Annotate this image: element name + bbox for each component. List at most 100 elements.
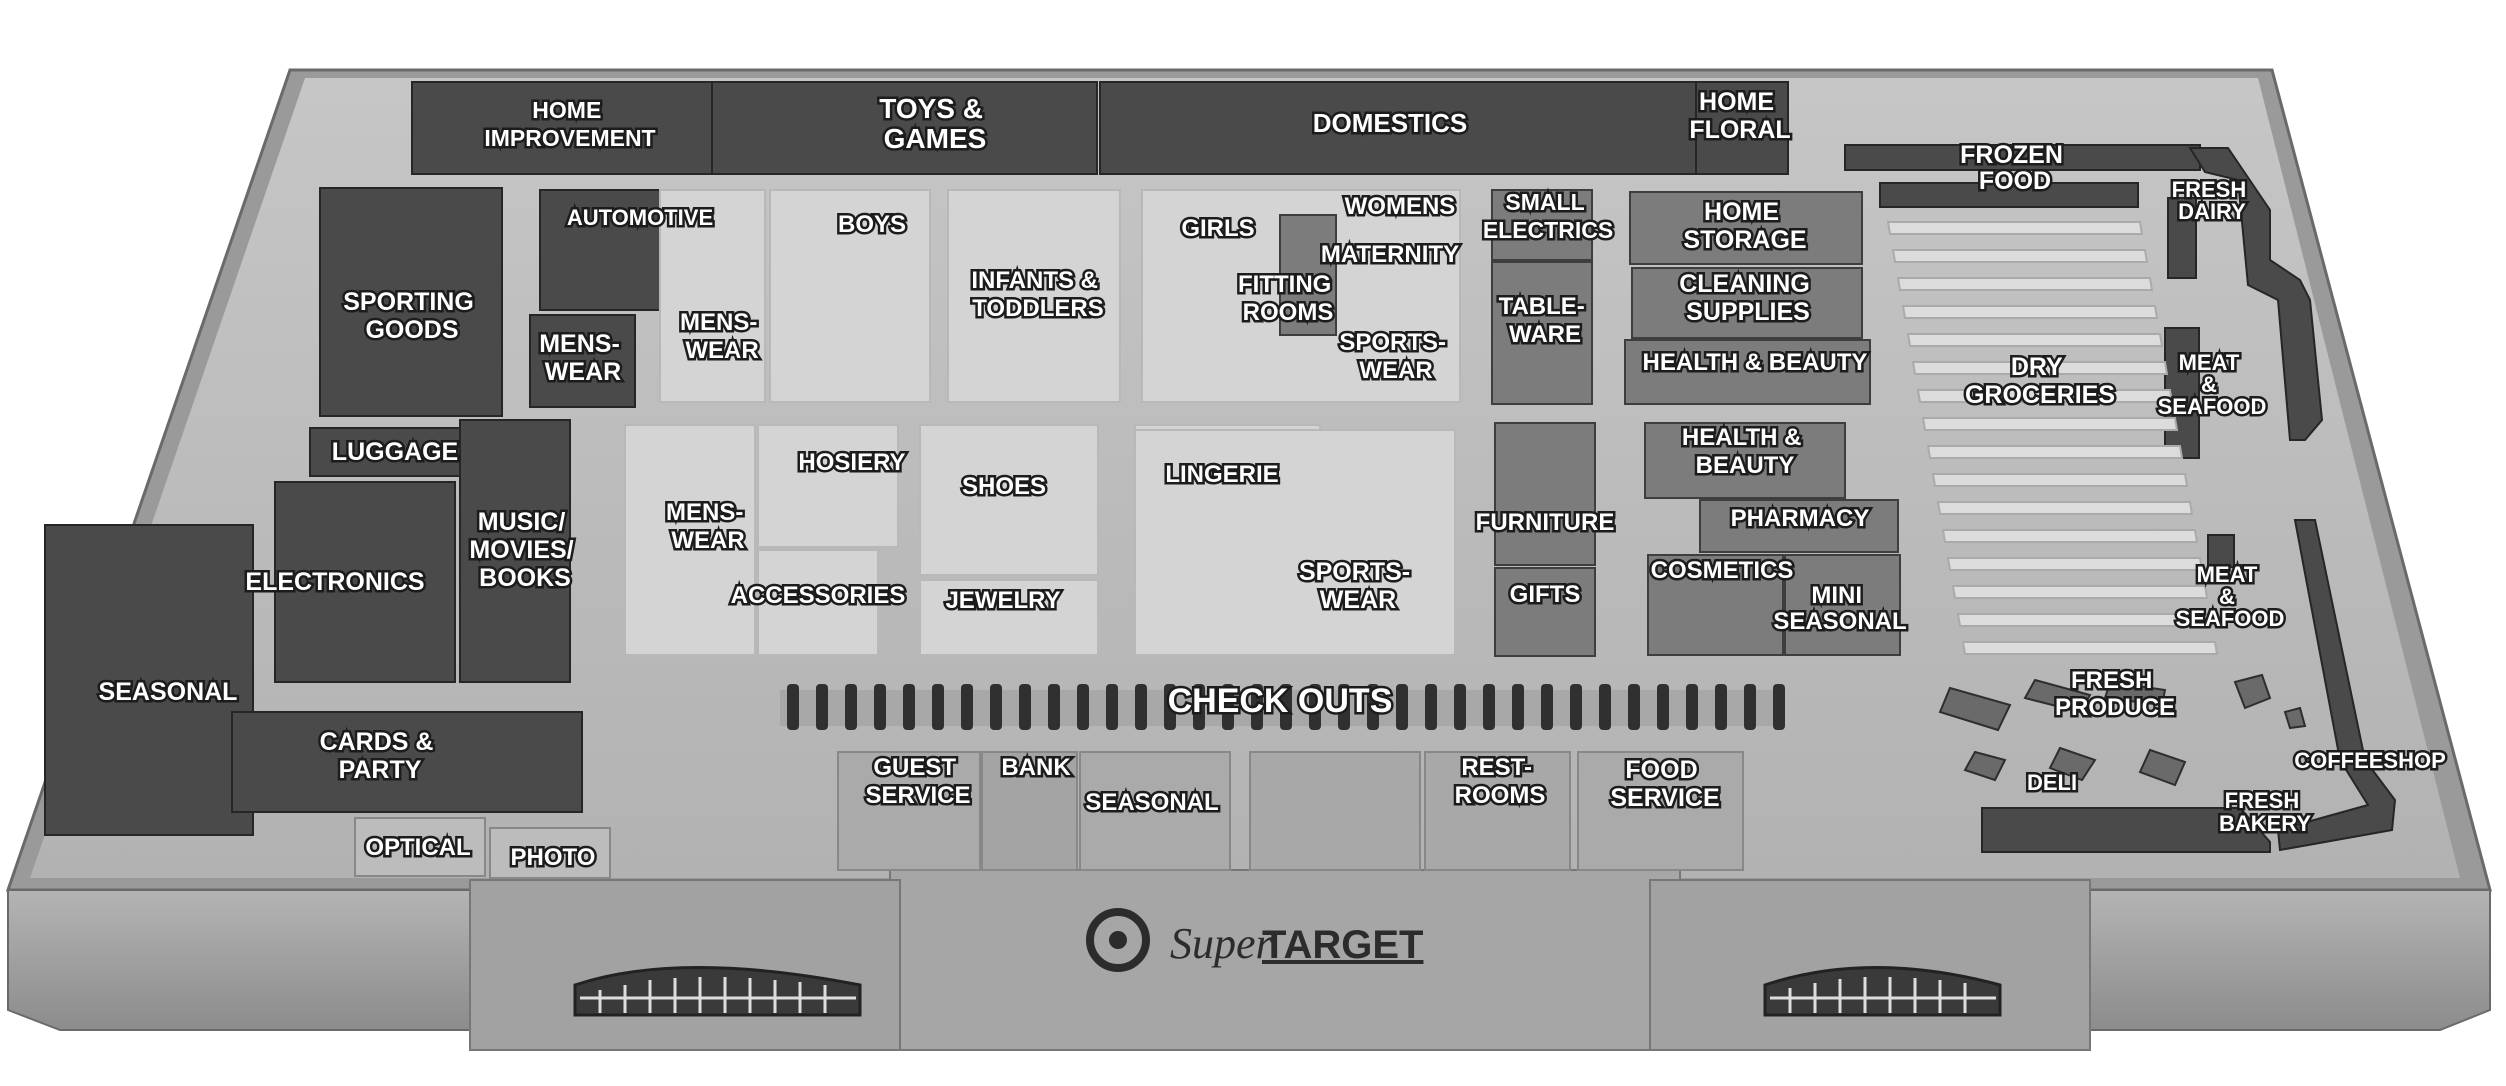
label-optical: OPTICAL bbox=[365, 834, 470, 861]
perimeter-right-wall-case bbox=[2276, 519, 2397, 852]
label-coffeeshop: COFFEESHOP bbox=[2294, 748, 2446, 773]
label-health-beauty-lower: HEALTH & BEAUTY bbox=[1682, 424, 1808, 479]
supertarget-logo: Super TARGET bbox=[1086, 908, 1423, 972]
hosiery-block bbox=[757, 424, 899, 548]
fresh-dairy-case bbox=[2167, 197, 2197, 279]
shoes-block bbox=[919, 424, 1099, 576]
accessories-block bbox=[757, 549, 879, 656]
logo-prefix: Super bbox=[1170, 919, 1274, 968]
label-maternity: MATERNITY bbox=[1321, 241, 1459, 268]
label-dry-groceries: DRY GROCERIES bbox=[1965, 353, 2115, 409]
label-food-service: FOOD SERVICE bbox=[1610, 756, 1719, 812]
label-boys: BOYS bbox=[838, 211, 906, 238]
label-tableware: TABLE- WARE bbox=[1499, 293, 1592, 348]
menswear-lower-block bbox=[624, 424, 756, 656]
label-toys-games: TOYS & GAMES bbox=[879, 93, 991, 154]
label-jewelry: JEWELRY bbox=[945, 587, 1060, 614]
logo-name: TARGET bbox=[1262, 923, 1423, 967]
label-home-floral: HOME FLORAL bbox=[1689, 88, 1790, 144]
photo-area bbox=[489, 827, 611, 879]
right-entrance-door bbox=[1763, 966, 2002, 1017]
seasonal-front-area bbox=[1079, 751, 1231, 871]
department-labels: HOME IMPROVEMENT TOYS & GAMES DOMESTICS … bbox=[96, 86, 2448, 874]
label-photo: PHOTO bbox=[511, 844, 596, 871]
label-home-storage: HOME STORAGE bbox=[1683, 198, 1806, 254]
label-menswear-lower: MENS- WEAR bbox=[666, 499, 750, 554]
home-storage-area bbox=[1629, 191, 1863, 265]
label-fresh-bakery: FRESH BAKERY bbox=[2219, 788, 2311, 836]
label-domestics: DOMESTICS bbox=[1313, 108, 1468, 138]
home-floral-area bbox=[1695, 81, 1789, 175]
label-bank: BANK bbox=[1001, 754, 1071, 781]
label-automotive: AUTOMOTIVE bbox=[567, 205, 713, 230]
cosmetics-area bbox=[1647, 554, 1784, 656]
mini-seasonal-area bbox=[1784, 554, 1901, 656]
label-cleaning-supplies: CLEANING SUPPLIES bbox=[1679, 270, 1817, 326]
health-beauty-upper-area bbox=[1624, 339, 1871, 405]
label-gifts: GIFTS bbox=[1510, 581, 1581, 608]
label-womens: WOMENS bbox=[1345, 193, 1456, 220]
label-meat-seafood-lower: MEAT & SEAFOOD bbox=[2176, 562, 2285, 631]
music-movies-books-area bbox=[459, 419, 571, 683]
small-electrics-area bbox=[1491, 189, 1593, 261]
cards-party-area bbox=[231, 711, 583, 813]
label-music-movies-books: MUSIC/ MOVIES/ BOOKS bbox=[469, 508, 580, 592]
front-center-area bbox=[1249, 751, 1421, 871]
label-frozen-food: FROZEN FOOD bbox=[1960, 141, 2070, 195]
menswear-dark-area bbox=[529, 314, 636, 408]
label-mini-seasonal: MINI SEASONAL bbox=[1773, 582, 1906, 635]
label-furniture: FURNITURE bbox=[1476, 509, 1615, 536]
bank-area bbox=[981, 751, 1078, 871]
label-fresh-dairy: FRESH DAIRY bbox=[2172, 177, 2253, 224]
menswear-upper-block bbox=[659, 189, 766, 403]
label-check-outs: CHECK OUTS bbox=[1168, 682, 1393, 720]
label-sporting-goods: SPORTING GOODS bbox=[343, 288, 481, 344]
label-pharmacy: PHARMACY bbox=[1731, 505, 1870, 532]
meat-seafood-case-lower bbox=[2207, 534, 2235, 568]
pharmacy-area bbox=[1699, 499, 1899, 553]
dry-groceries-shelving bbox=[1886, 221, 2219, 655]
infants-toddlers-block bbox=[947, 189, 1121, 403]
health-beauty-lower-area bbox=[1644, 422, 1846, 499]
jewelry-block bbox=[919, 579, 1099, 656]
produce-and-deli-fixtures bbox=[1938, 673, 2307, 787]
label-luggage: LUGGAGE bbox=[332, 438, 458, 466]
label-hosiery: HOSIERY bbox=[798, 449, 905, 476]
label-shoes: SHOES bbox=[962, 473, 1046, 500]
dairy-meat-wall-case bbox=[2188, 147, 2324, 441]
label-menswear-upper: MENS- WEAR bbox=[680, 309, 764, 364]
seasonal-left-area bbox=[44, 524, 254, 836]
left-entrance-block bbox=[469, 879, 901, 1051]
label-fitting-rooms: FITTING ROOMS bbox=[1238, 271, 1338, 326]
frozen-food-case bbox=[1879, 182, 2139, 208]
furniture-area bbox=[1494, 422, 1596, 566]
restrooms-area bbox=[1424, 751, 1571, 871]
label-lingerie: LINGERIE bbox=[1165, 461, 1278, 488]
label-menswear-dark: MENS- WEAR bbox=[539, 330, 627, 386]
label-seasonal-front: SEASONAL bbox=[1085, 789, 1218, 816]
label-restrooms: REST- ROOMS bbox=[1455, 754, 1546, 809]
label-accessories: ACCESSORIES bbox=[731, 582, 906, 609]
label-cosmetics: COSMETICS bbox=[1651, 557, 1794, 584]
label-fresh-produce: FRESH PRODUCE bbox=[2055, 667, 2175, 721]
guest-service-area bbox=[837, 751, 981, 871]
label-deli: DELI bbox=[2027, 770, 2077, 795]
boys-block bbox=[769, 189, 931, 403]
label-cards-party: CARDS & PARTY bbox=[320, 728, 441, 784]
label-electronics: ELECTRONICS bbox=[245, 568, 424, 596]
right-entrance-block bbox=[1649, 879, 2091, 1051]
fitting-rooms-block bbox=[1279, 214, 1337, 336]
optical-area bbox=[354, 817, 486, 877]
checkout-lanes bbox=[780, 684, 1785, 730]
bakery-wall-case bbox=[1981, 807, 2271, 853]
label-sportswear-upper: SPORTS- WEAR bbox=[1339, 329, 1452, 384]
food-service-area bbox=[1577, 751, 1744, 871]
label-infants-toddlers: INFANTS & TODDLERS bbox=[971, 267, 1104, 322]
label-guest-service: GUEST SERVICE bbox=[866, 754, 971, 809]
label-home-improvement: HOME IMPROVEMENT bbox=[484, 97, 655, 151]
label-sportswear-lower: SPORTS- WEAR bbox=[1299, 558, 1417, 614]
sporting-goods-area bbox=[319, 187, 503, 417]
label-meat-seafood-upper: MEAT & SEAFOOD bbox=[2158, 350, 2267, 419]
left-entrance-door bbox=[573, 966, 862, 1017]
